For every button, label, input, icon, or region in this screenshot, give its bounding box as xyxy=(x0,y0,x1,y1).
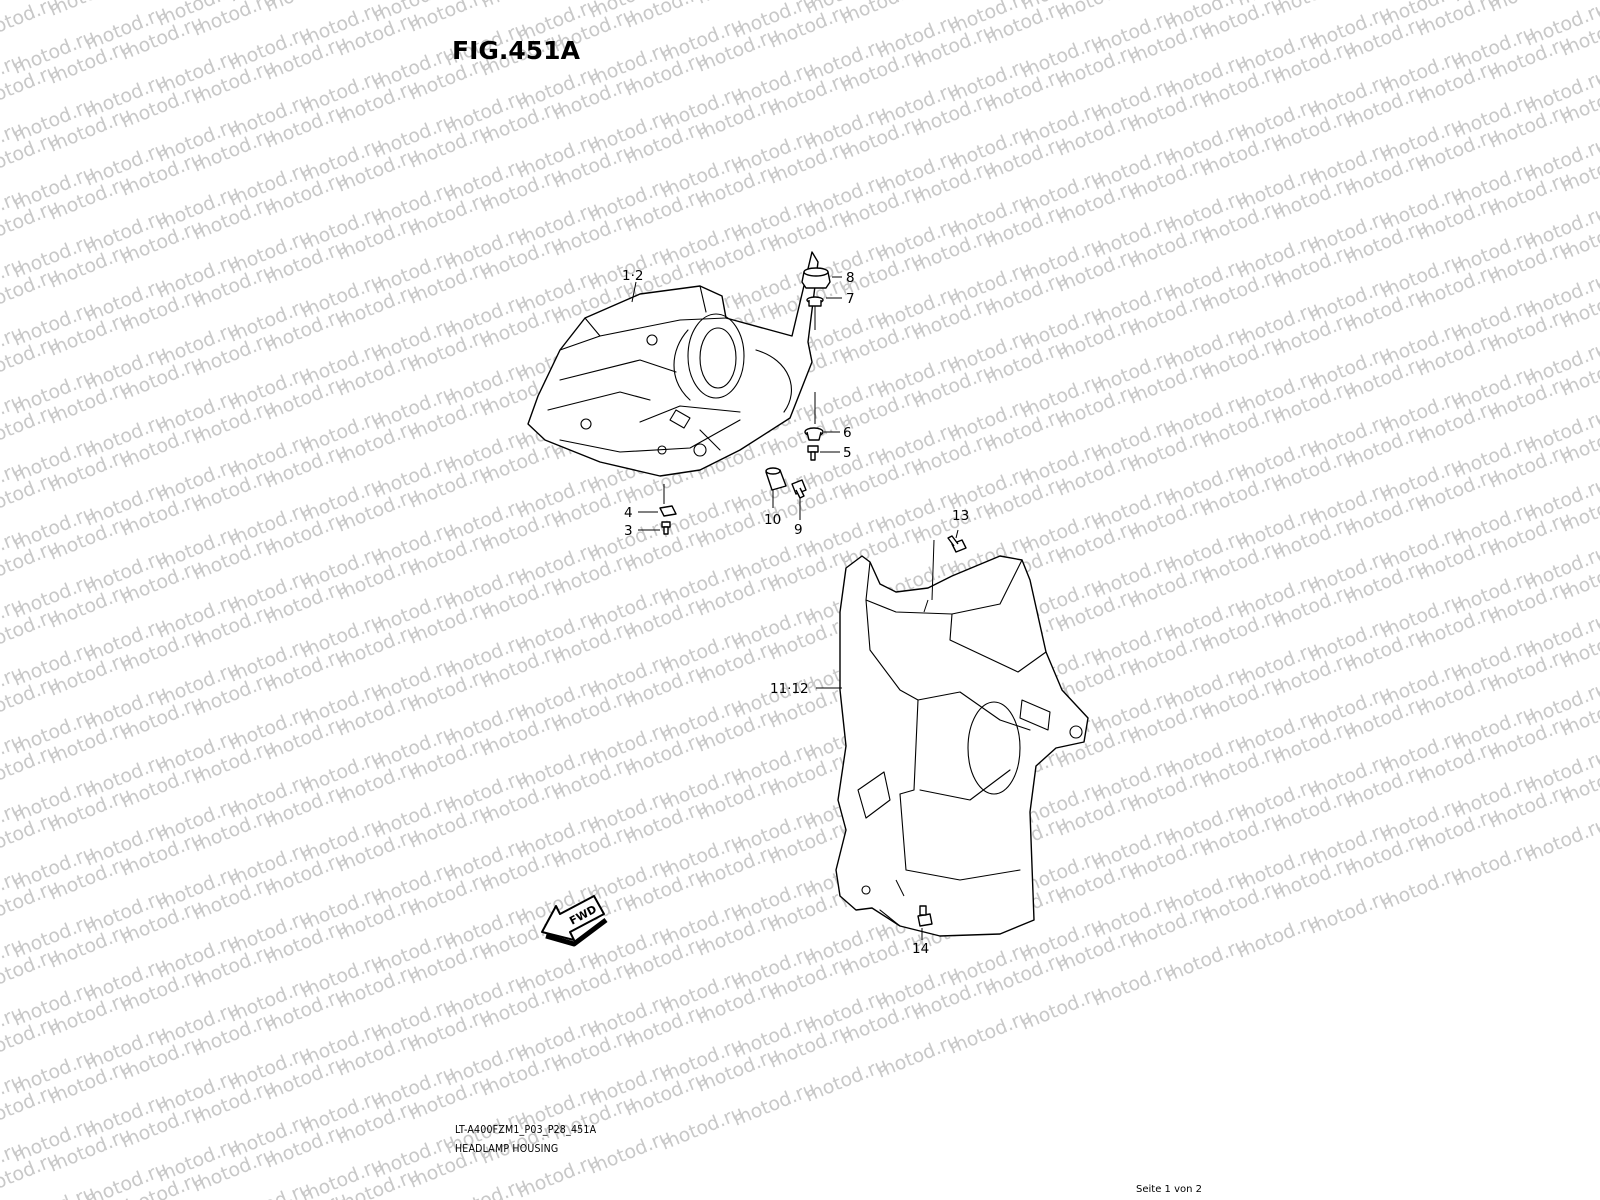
callout-9: 9 xyxy=(794,522,803,538)
callout-11-12: 11·12 xyxy=(770,681,809,697)
callout-10: 10 xyxy=(764,512,781,528)
figure-code: LT-A400FZM1_P03_P28_451A xyxy=(455,1124,597,1136)
part-7-collar[interactable] xyxy=(806,296,824,307)
callout-5: 5 xyxy=(843,445,852,461)
callout-3: 3 xyxy=(624,523,633,539)
page-count: Seite 1 von 2 xyxy=(1136,1184,1202,1195)
callout-7: 7 xyxy=(846,291,855,307)
part-10-cushion[interactable] xyxy=(765,467,787,491)
callout-6: 6 xyxy=(843,425,852,441)
part-4-nut[interactable] xyxy=(659,505,677,517)
part-8-grommet[interactable] xyxy=(801,267,831,289)
headlamp-housing-part[interactable] xyxy=(527,251,819,477)
figure-name: HEADLAMP HOUSING xyxy=(455,1143,559,1155)
part-5-bolt[interactable] xyxy=(807,445,819,461)
headlamp-cover-part[interactable] xyxy=(835,555,1089,937)
part-9-bolt[interactable] xyxy=(791,479,807,499)
callout-13: 13 xyxy=(952,508,969,524)
callout-8: 8 xyxy=(846,270,855,286)
part-6-collar[interactable] xyxy=(804,427,824,441)
callout-4: 4 xyxy=(624,505,633,521)
callout-14: 14 xyxy=(912,941,929,957)
watermark-text: motod.ru xyxy=(1594,0,1600,27)
fwd-arrow-icon: FWD xyxy=(541,895,608,947)
callout-1-2: 1·2 xyxy=(622,268,643,284)
part-13-bolt[interactable] xyxy=(947,535,967,553)
part-3-screw[interactable] xyxy=(661,521,671,535)
